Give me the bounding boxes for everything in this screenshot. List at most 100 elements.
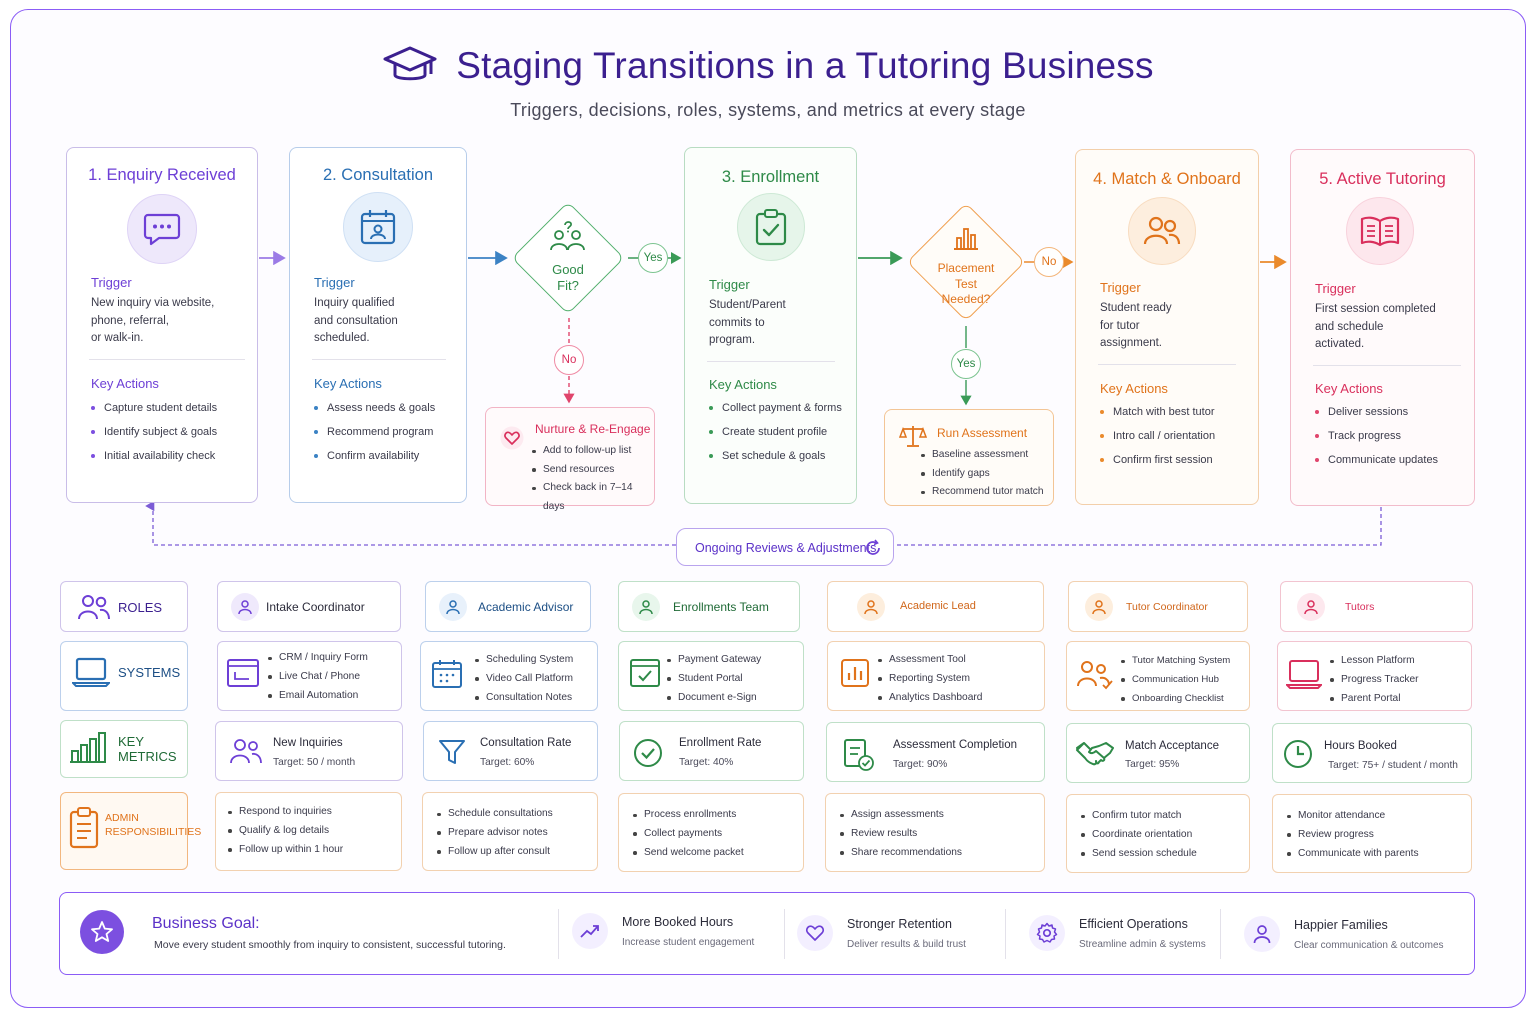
calendar-icon (432, 660, 462, 688)
trigger-label: Trigger (91, 275, 132, 290)
laptop-icon (1286, 660, 1322, 689)
analytics-icon (841, 659, 869, 687)
handshake-icon (1076, 742, 1114, 766)
role-tutor-coordinator: Tutor Coordinator (1068, 581, 1248, 632)
calendar-user-icon (360, 210, 396, 245)
funnel-icon (439, 740, 465, 764)
stage-title: 2. Consultation (322, 166, 434, 184)
clipboard-check-icon (755, 209, 787, 246)
payment-window-icon (630, 659, 660, 687)
key-actions-label: Key Actions (1315, 381, 1383, 396)
stage-icon-circle (127, 194, 197, 264)
user-icon (439, 593, 467, 621)
star-icon (80, 910, 124, 954)
metric-match-acceptance: Match Acceptance Target: 95% (1066, 723, 1250, 783)
stage-title: 1. Enquiry Received (88, 166, 236, 184)
key-actions-label: Key Actions (91, 376, 159, 391)
good-fit-no-badge: No (554, 345, 584, 375)
heart-icon (797, 915, 833, 951)
chat-bubble-icon (143, 213, 181, 246)
trend-up-icon (572, 913, 608, 949)
assessment-title: Run Assessment (937, 426, 1028, 440)
key-actions-label: Key Actions (709, 377, 777, 392)
document-check-icon (844, 739, 874, 771)
role-intake-coordinator: Intake Coordinator (217, 581, 401, 632)
refresh-icon (866, 539, 880, 555)
business-goal-title: Business Goal: (152, 915, 260, 932)
trigger-label: Trigger (314, 275, 355, 290)
laptop-icon (72, 657, 110, 687)
business-goal-desc: Move every student smoothly from inquiry… (154, 939, 506, 951)
metric-hours-booked: Hours Booked Target: 75+ / student / mon… (1272, 723, 1472, 783)
stage-title: 5. Active Tutoring (1319, 170, 1446, 188)
bar-chart-icon (954, 228, 978, 250)
ongoing-reviews-label: Ongoing Reviews & Adjustments (695, 541, 877, 555)
page-subtitle: Triggers, decisions, roles, systems, and… (510, 100, 1026, 120)
metric-assessment-completion: Assessment Completion Target: 90% (826, 722, 1045, 782)
trigger-text: New inquiry via website,phone, referral,… (91, 297, 215, 344)
trigger-label: Trigger (709, 277, 750, 292)
role-tutors: Tutors (1280, 581, 1473, 632)
matching-users-icon (1077, 661, 1113, 690)
stage-icon-circle (343, 192, 413, 262)
users-icon (230, 739, 262, 764)
user-icon (1085, 593, 1113, 621)
row-head-roles: ROLES (60, 581, 188, 632)
stage-title: 4. Match & Onboard (1093, 170, 1241, 188)
check-circle-icon (634, 739, 662, 767)
user-icon (632, 593, 660, 621)
stage-icon-circle (1346, 197, 1414, 265)
trigger-label: Trigger (1315, 281, 1356, 296)
placement-no-badge: No (1034, 247, 1064, 277)
form-window-icon (227, 659, 259, 687)
row-head-label: ROLES (118, 600, 163, 615)
bar-chart-icon (70, 732, 106, 763)
heart-icon (500, 426, 524, 450)
key-actions-label: Key Actions (1100, 381, 1168, 396)
user-icon (1244, 916, 1280, 952)
stage-icon-circle (1128, 197, 1196, 265)
ongoing-reviews-badge: Ongoing Reviews & Adjustments (676, 528, 894, 566)
key-actions-label: Key Actions (314, 376, 382, 391)
stage-card-active-tutoring: 5. Active Tutoring Trigger First session… (1290, 149, 1475, 506)
metric-consultation-rate: Consultation Rate Target: 60% (423, 721, 598, 781)
row-head-label: SYSTEMS (118, 665, 181, 680)
clipboard-list-icon (69, 807, 99, 849)
good-fit-yes-badge: Yes (638, 243, 668, 273)
business-goal-bar: Business Goal: Move every student smooth… (59, 892, 1475, 975)
open-book-icon (1360, 216, 1400, 247)
people-icon (1143, 216, 1181, 245)
nurture-title: Nurture & Re-Engage (535, 422, 651, 436)
role-enrollments-team: Enrollments Team (618, 581, 800, 632)
